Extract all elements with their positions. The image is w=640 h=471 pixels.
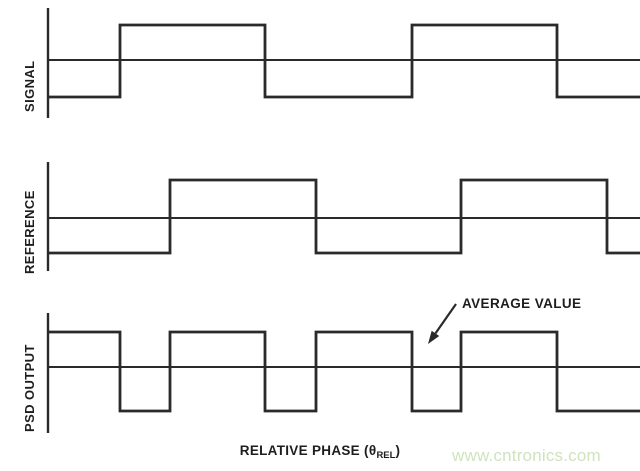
x-axis-label-main: RELATIVE PHASE (	[239, 443, 369, 458]
watermark: www.cntronics.com	[452, 446, 601, 465]
panels-group	[46, 8, 640, 433]
x-axis-label-subscript: REL	[376, 450, 396, 461]
average-value-annotation: AVERAGE VALUE	[462, 296, 582, 311]
panel-reference	[46, 162, 640, 271]
panel-psd-output	[46, 313, 640, 433]
waveform-signal	[48, 23, 640, 99]
annotation-arrow-shaft	[434, 303, 457, 334]
annotation-arrow-head	[428, 330, 440, 344]
waveform-reference	[48, 178, 640, 255]
x-axis-label: RELATIVE PHASE (θREL)	[0, 443, 640, 461]
theta-symbol: θ	[368, 443, 377, 458]
axis-label-reference: REFERENCE	[22, 190, 37, 274]
panel-signal	[46, 8, 640, 118]
axis-label-signal: SIGNAL	[22, 60, 37, 112]
axis-label-psd-output: PSD OUTPUT	[22, 344, 37, 432]
annotation-arrow-group	[428, 303, 457, 344]
waveform-psd-output	[48, 330, 640, 413]
x-axis-label-end: )	[395, 443, 401, 458]
